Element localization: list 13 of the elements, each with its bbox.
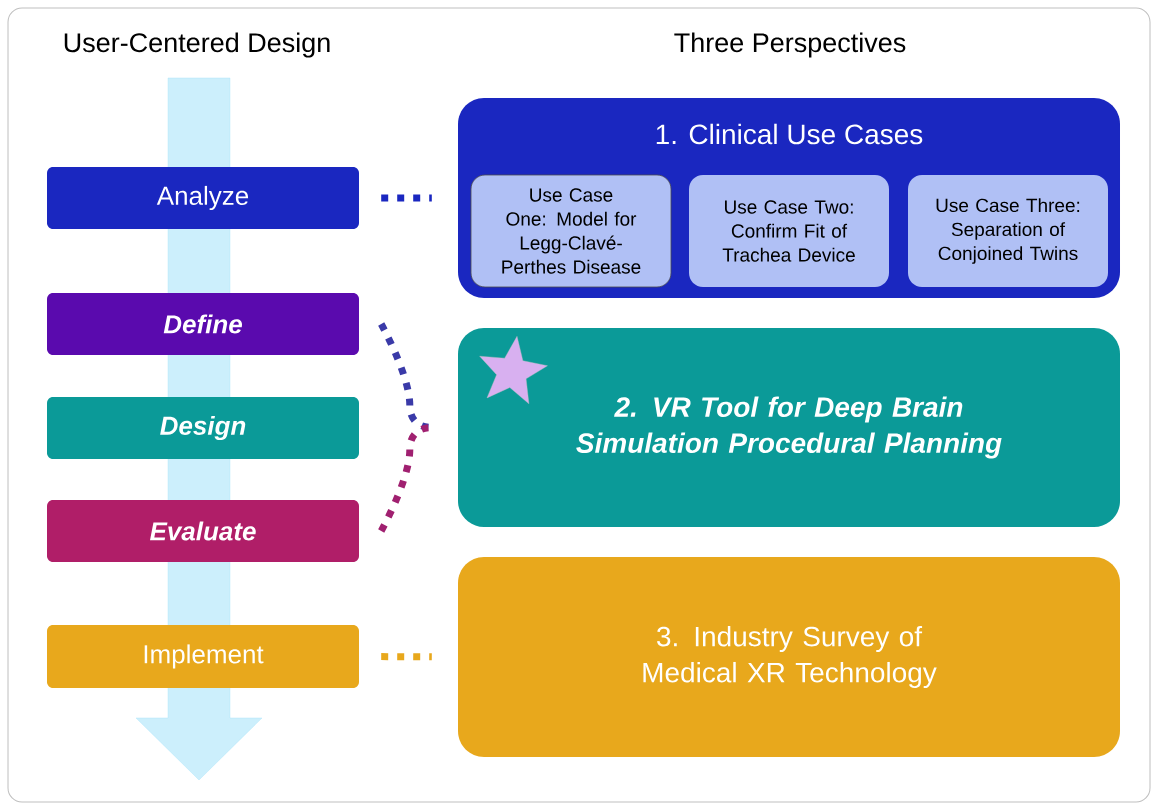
use-case-box: Use Case Two: Confirm Fit of Trachea Device [689,175,889,287]
perspective-box: 2. VR Tool for Deep Brain Simulation Procedural Planning [458,328,1120,527]
dotted-connector [378,424,432,533]
step-box: Design [47,397,359,459]
step-box: Evaluate [47,500,359,562]
step-box: Implement [47,625,359,688]
heading: Three Perspectives [674,32,906,58]
step-box: Define [47,293,359,355]
perspective-box: 3. Industry Survey of Medical XR Technology [458,557,1120,757]
use-case-box: Use Case Three: Separation of Conjoined Twins [908,175,1108,287]
use-case-box: Use Case One: Model for Legg-Clavé-Perthes Disease [470,174,672,288]
heading: User-Centered Design [64,32,330,58]
step-box: Analyze [47,167,359,229]
